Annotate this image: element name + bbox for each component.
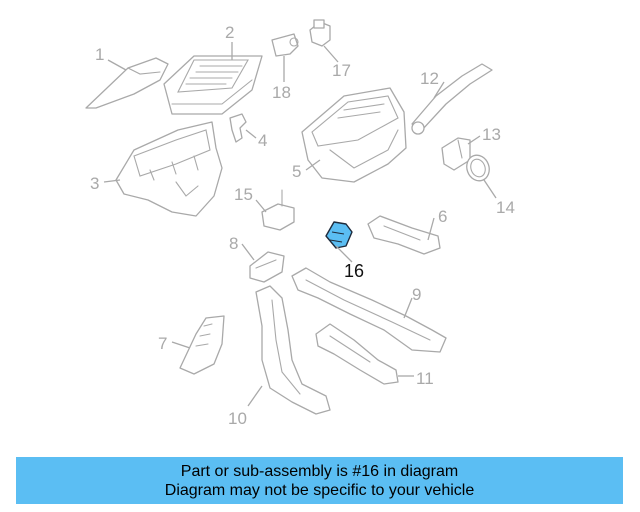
banner-line-part-number: Part or sub-assembly is #16 in diagram xyxy=(180,462,459,480)
parts-diagram: 1 2 3 4 5 6 7 8 9 10 11 12 13 14 15 16 1… xyxy=(85,19,515,428)
part-16-highlighted-shape xyxy=(325,221,353,249)
part-4-shape xyxy=(229,113,247,143)
callout-6: 6 xyxy=(438,207,447,226)
callout-8: 8 xyxy=(229,234,238,253)
part-6-shape xyxy=(367,215,441,255)
part-3-shape xyxy=(115,121,223,217)
callout-18: 18 xyxy=(272,83,291,102)
callout-3: 3 xyxy=(90,174,99,193)
callout-11: 11 xyxy=(416,369,434,388)
callout-7: 7 xyxy=(158,334,167,353)
callout-5: 5 xyxy=(292,162,301,181)
callout-16-highlighted: 16 xyxy=(344,261,364,281)
leader-lines xyxy=(103,42,497,407)
banner-line-disclaimer: Diagram may not be specific to your vehi… xyxy=(164,481,475,499)
part-15-shape xyxy=(261,189,295,231)
callout-14: 14 xyxy=(496,198,515,217)
callout-1: 1 xyxy=(95,45,104,64)
part-12-shape xyxy=(411,63,493,135)
part-14-shape xyxy=(466,154,490,182)
part-5-shape xyxy=(301,87,407,183)
callout-12: 12 xyxy=(420,69,439,88)
callout-4: 4 xyxy=(258,131,267,150)
part-11-shape xyxy=(315,323,399,385)
part-18-shape xyxy=(271,33,299,57)
part-7-shape xyxy=(179,315,225,375)
callout-2: 2 xyxy=(225,23,234,42)
part-2-shape xyxy=(163,55,263,115)
callout-13: 13 xyxy=(482,125,501,144)
callout-9: 9 xyxy=(412,285,421,304)
callout-17: 17 xyxy=(332,61,351,80)
part-13-shape xyxy=(441,137,471,171)
callout-10: 10 xyxy=(228,409,247,428)
part-17-shape xyxy=(309,19,331,47)
callout-15: 15 xyxy=(234,185,253,204)
part-9-shape xyxy=(291,267,447,353)
part-10-shape xyxy=(255,285,331,415)
info-banner: Part or sub-assembly is #16 in diagram D… xyxy=(16,457,623,504)
part-8-shape xyxy=(249,251,285,283)
part-1-shape xyxy=(85,57,169,109)
